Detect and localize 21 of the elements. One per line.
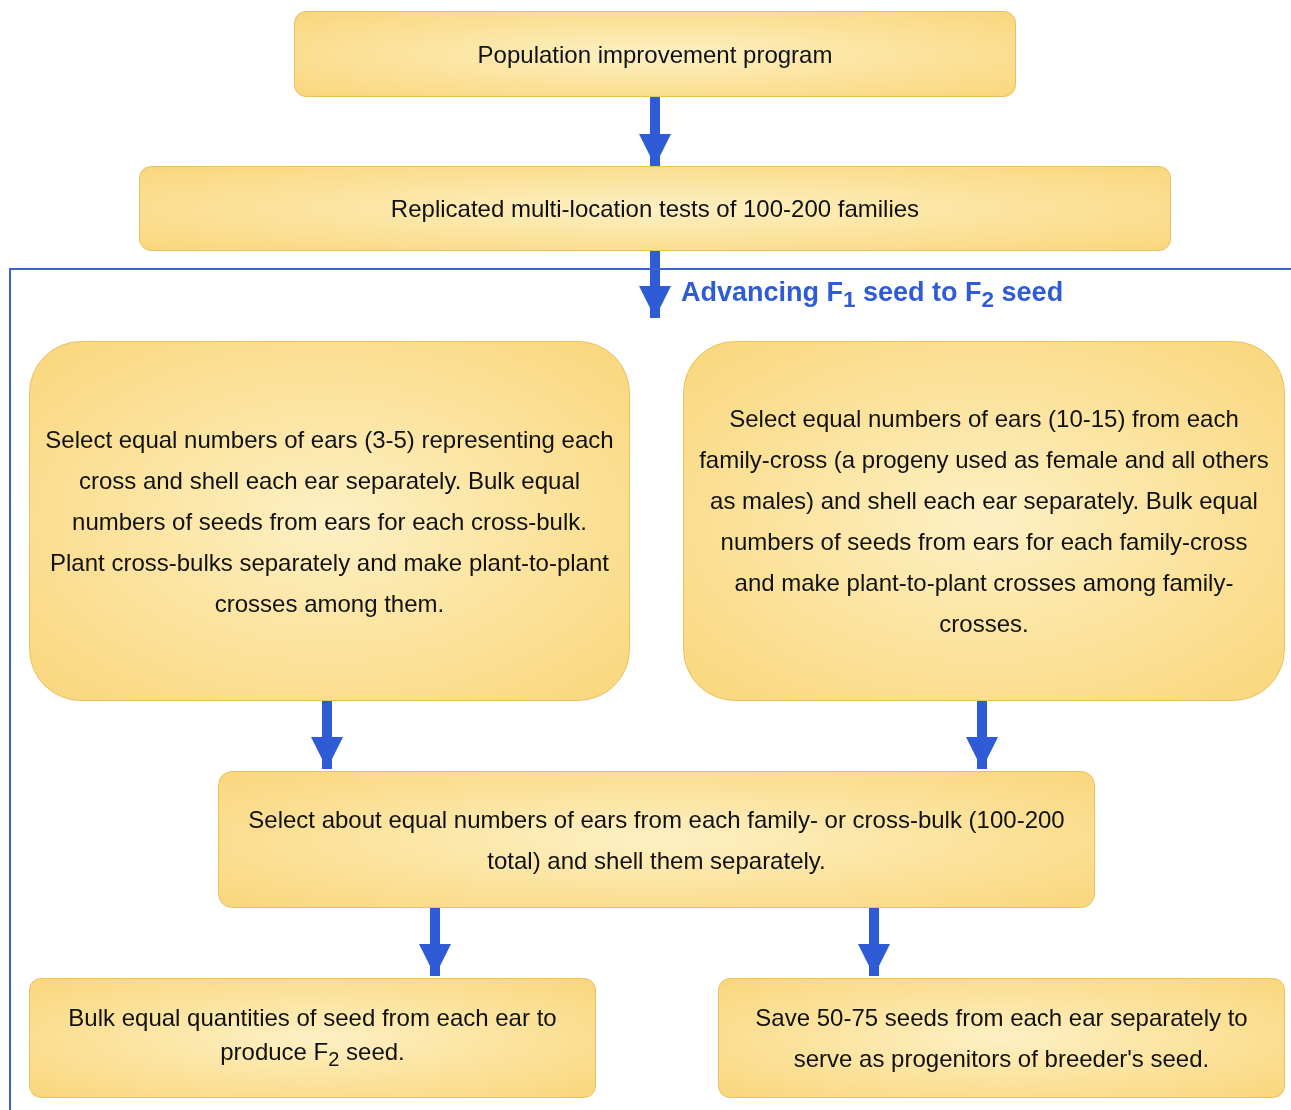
process-box [29, 978, 596, 1098]
process-box [139, 166, 1171, 251]
box-text: Select about equal numbers of ears from each family- or cross-bulk (100-200 total) and shell them separately. [247, 804, 1066, 876]
arrow [311, 699, 343, 769]
process-box [29, 341, 630, 701]
process-box [294, 11, 1016, 97]
arrow [419, 906, 451, 976]
stage-heading: Advancing F$_{1}$ seed to F$_{2}$ seed [681, 277, 1064, 314]
arrow [639, 251, 671, 318]
arrow [966, 699, 998, 769]
arrow [858, 906, 890, 976]
arrow [639, 97, 671, 166]
box-text: Select equal numbers of ears (3-5) representing each cross and shell each ear separately. Bulk equal numbers of seeds from ears for each cross-bulk. Plant cross-bulks separately and make plant-to-plant crosses among them. [44, 424, 615, 619]
box-text: Replicated multi-location tests of 100-200 families [389, 194, 921, 224]
process-box [718, 978, 1285, 1098]
box-text: Population improvement program [476, 39, 834, 70]
process-box [218, 771, 1095, 908]
box-text: Bulk equal quantities of seed from each ear to produce F$_{2}$ seed. [67, 1002, 558, 1072]
box-text: Save 50-75 seeds from each ear separately to serve as progenitors of breeder's seed. [754, 1003, 1249, 1074]
box-text: Select equal numbers of ears (10-15) from each family-cross (a progeny used as female and all others as males) and shell each ear separately. Bulk equal numbers of seeds from ears for each family-cross and make plant-to-plant crosses among family-crosses. [698, 404, 1270, 639]
process-box [683, 341, 1285, 701]
